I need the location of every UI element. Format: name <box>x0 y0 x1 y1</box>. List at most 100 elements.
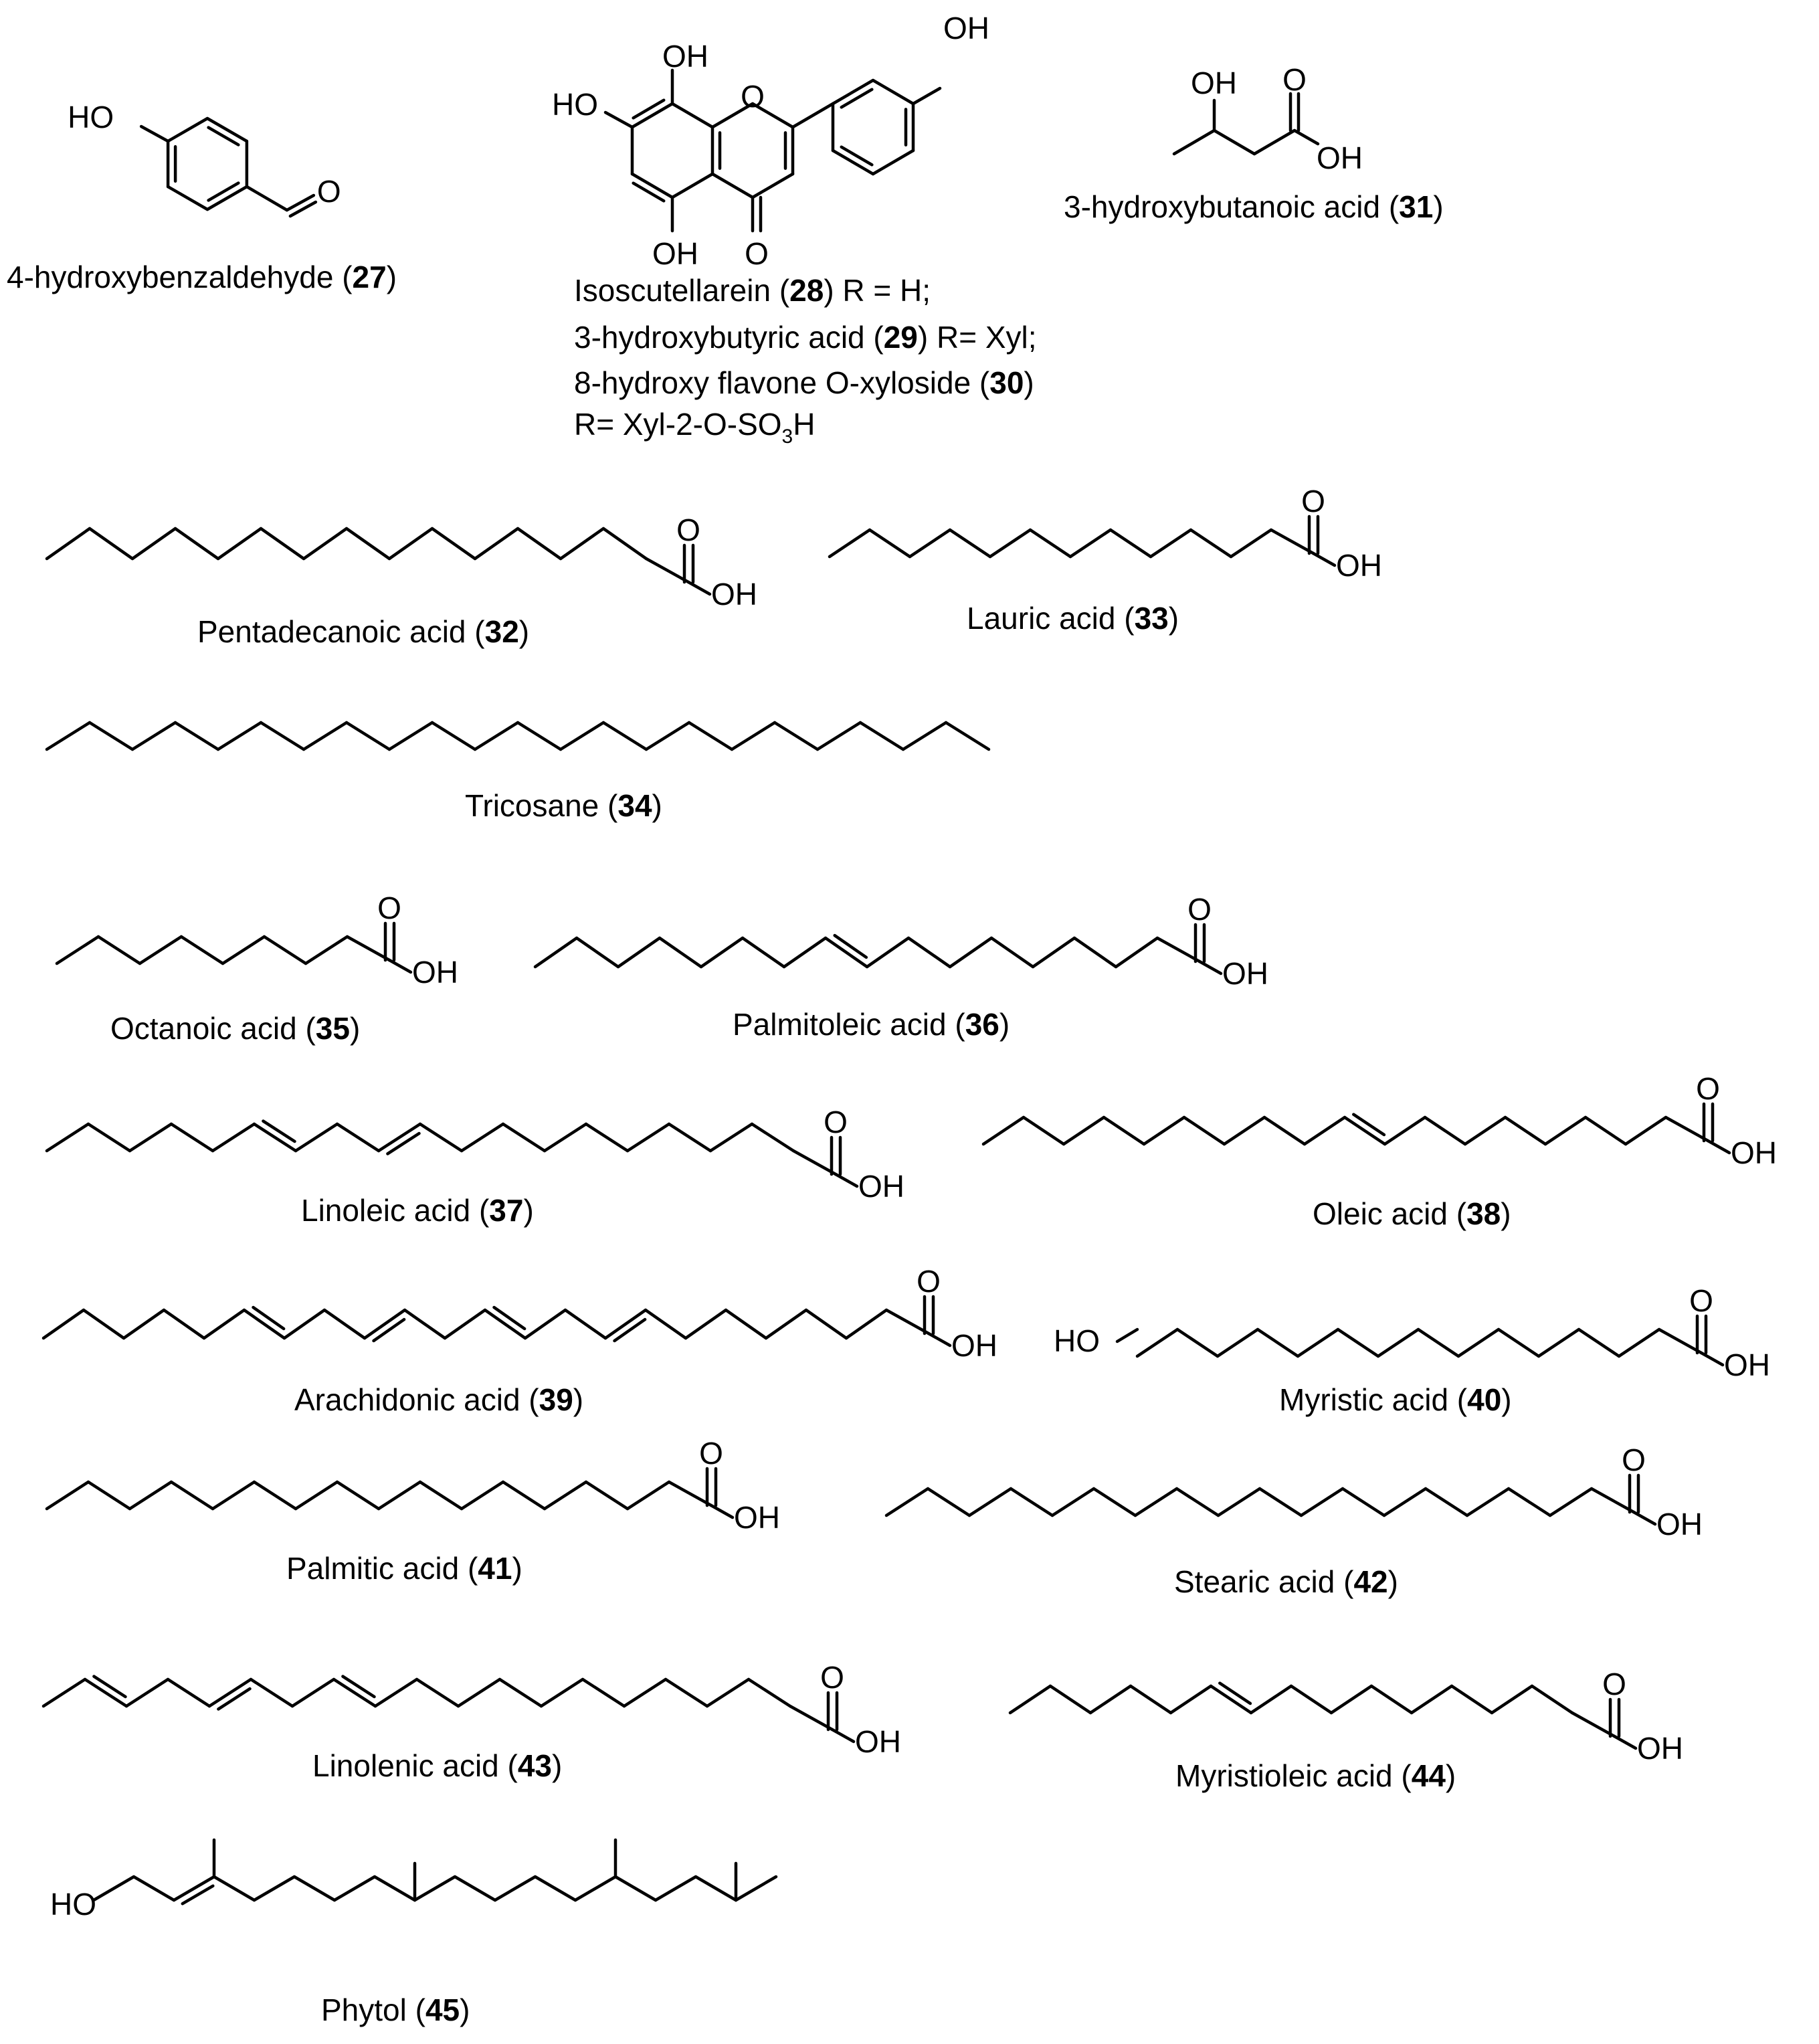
c36-chain <box>616 936 662 969</box>
c45-chain <box>373 1875 417 1902</box>
ring-b-28 <box>831 149 875 176</box>
c39-chain <box>764 1308 808 1340</box>
c41-oh-bond <box>709 1503 735 1519</box>
c45-chain <box>734 1875 778 1902</box>
c36-chain <box>699 936 745 969</box>
caption-28: Isoscutellarein (28) R = H; <box>574 273 931 308</box>
c34-chain <box>730 721 777 751</box>
c40-chain <box>1376 1327 1420 1358</box>
c44-chain <box>1048 1684 1092 1715</box>
ring-c-28 <box>751 172 795 199</box>
c28-oh4-bond <box>911 86 942 106</box>
c42-oh-label: OH <box>1656 1507 1703 1542</box>
c39-oh-label: OH <box>951 1328 997 1363</box>
c28-aryl-bond <box>791 102 835 129</box>
c33-oh-bond <box>1311 551 1337 567</box>
c28-ring-o-label: O <box>741 79 765 114</box>
c38-chain <box>1142 1115 1186 1146</box>
c38-chain <box>1222 1115 1266 1146</box>
caption-40: Myristic acid (40) <box>1279 1382 1512 1417</box>
c32-chain <box>259 527 306 561</box>
c33-chain <box>1189 528 1233 559</box>
c45-chain <box>533 1875 577 1902</box>
c36-chain <box>741 936 786 969</box>
c27-cho-double <box>285 193 316 212</box>
c39-cis-bond <box>492 1305 526 1331</box>
caption-43: Linolenic acid (43) <box>312 1748 562 1783</box>
c39-chain <box>684 1308 728 1340</box>
c38-o-label: O <box>1696 1071 1720 1106</box>
c44-o-label: O <box>1602 1667 1626 1701</box>
c40-ho-bond <box>1115 1327 1139 1343</box>
c39-chain <box>41 1308 86 1340</box>
c40-chain <box>1497 1327 1541 1358</box>
c36-chain <box>948 936 993 969</box>
c34-chain <box>816 721 862 751</box>
c38-chain <box>1423 1115 1467 1146</box>
c45-chain <box>654 1875 698 1902</box>
c45-chain <box>493 1875 537 1902</box>
c28-oh7-bond <box>603 110 634 129</box>
c38-chain <box>1624 1115 1668 1146</box>
c41-chain <box>86 1480 132 1511</box>
c37-chain <box>335 1122 381 1153</box>
c31-chain <box>1252 128 1297 156</box>
c32-bond <box>644 557 690 584</box>
c34-chain <box>687 721 734 751</box>
c36-oh-bond <box>1198 959 1223 975</box>
c45-chain <box>332 1875 377 1902</box>
c35-chain <box>55 935 100 965</box>
captions: 4-hydroxybenzaldehyde (27) Isoscutellare… <box>7 189 1512 2027</box>
c39-chain <box>644 1308 688 1340</box>
c44-chain <box>1169 1684 1213 1715</box>
ring-b-28 <box>871 149 915 176</box>
c42-o-label: O <box>1622 1443 1646 1477</box>
c40-chain <box>1537 1327 1581 1358</box>
c44-chain <box>1249 1684 1293 1715</box>
c42-chain <box>1382 1487 1428 1517</box>
c38-chain <box>1543 1115 1588 1146</box>
c27-oh-bond <box>139 124 170 143</box>
c34-chain <box>901 721 948 751</box>
ring-a-double <box>632 98 666 120</box>
c35-chain <box>96 935 142 965</box>
c39-chain <box>82 1308 126 1340</box>
c27-cho-double <box>288 200 318 218</box>
c34-chain <box>644 721 691 751</box>
c33-chain <box>1109 528 1153 559</box>
c40-chain <box>1456 1327 1501 1358</box>
c37-chain <box>750 1122 795 1153</box>
c44-chain <box>1209 1684 1253 1715</box>
c33-chain <box>988 528 1032 559</box>
c38-chain <box>1463 1115 1507 1146</box>
c45-chain <box>292 1875 337 1902</box>
c41-oh-label: OH <box>734 1500 780 1535</box>
c44-chain <box>1088 1684 1133 1715</box>
ring-c-28 <box>751 102 795 129</box>
c32-chain <box>302 527 349 561</box>
c45-chain <box>132 1875 176 1902</box>
c32-o-label: O <box>676 513 700 547</box>
c45-chain <box>453 1875 497 1902</box>
ring-27 <box>166 116 209 143</box>
caption-29: 3-hydroxybutyric acid (29) R= Xyl; <box>574 320 1037 355</box>
c41-bond <box>667 1480 713 1507</box>
c34-chain <box>216 721 263 751</box>
ring-c-28 <box>710 102 755 129</box>
c44-chain <box>1008 1684 1052 1715</box>
caption-41: Palmitic acid (41) <box>286 1551 522 1586</box>
c39-o-label: O <box>917 1264 941 1299</box>
c39-chain <box>603 1308 648 1340</box>
caption-44: Myristioleic acid (44) <box>1175 1758 1456 1793</box>
c37-chain <box>128 1122 173 1153</box>
c44-chain <box>1369 1684 1414 1715</box>
c27-cho-bond <box>245 185 289 212</box>
c32-chain <box>130 527 177 561</box>
c44-chain <box>1530 1684 1574 1715</box>
c45-chain <box>172 1875 216 1902</box>
c43-chain <box>207 1677 253 1708</box>
c35-chain <box>221 935 266 965</box>
c35-chain <box>138 935 183 965</box>
caption-39: Arachidonic acid (39) <box>294 1382 583 1417</box>
